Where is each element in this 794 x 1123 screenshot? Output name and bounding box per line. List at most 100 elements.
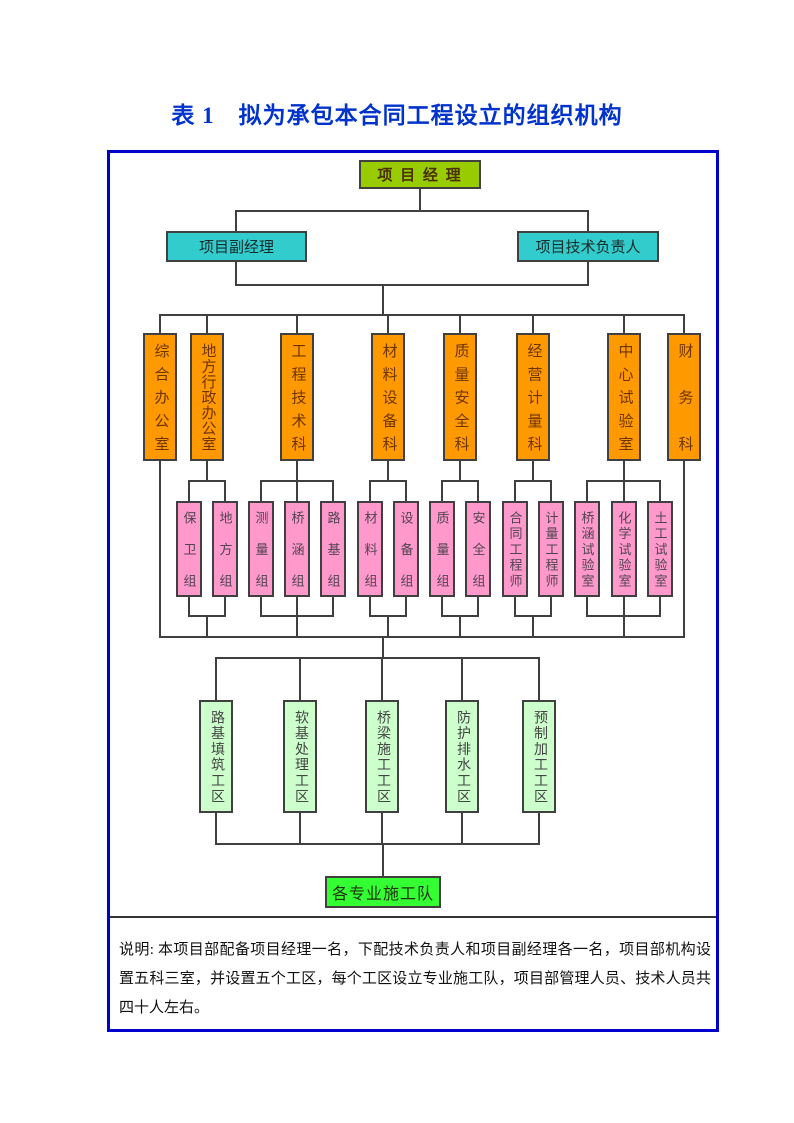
connector-line <box>683 461 685 638</box>
connector-line <box>296 616 298 638</box>
connector-line <box>299 658 301 700</box>
connector-line <box>215 813 217 845</box>
connector-line <box>532 461 534 482</box>
connector-line <box>296 481 298 501</box>
connector-line <box>459 461 461 482</box>
connector-line <box>206 461 208 482</box>
connector-line <box>296 461 298 482</box>
connector-line <box>235 211 237 232</box>
connector-line <box>188 597 190 617</box>
connector-line <box>586 480 661 482</box>
connector-line <box>586 597 588 617</box>
connector-line <box>159 315 161 333</box>
connector-line <box>538 658 540 700</box>
connector-line <box>477 481 479 501</box>
connector-line <box>441 481 443 501</box>
connector-line <box>387 616 389 638</box>
connector-line <box>459 616 461 638</box>
connector-line <box>382 637 384 659</box>
org-node-department: 经营计量科 <box>516 333 550 461</box>
connector-line <box>461 813 463 845</box>
connector-line <box>215 657 540 659</box>
connector-line <box>159 314 685 316</box>
connector-line <box>260 481 262 501</box>
org-node-department: 工程技术科 <box>280 333 314 461</box>
connector-line <box>381 813 383 845</box>
connector-line <box>550 481 552 501</box>
note-body: 本项目部配备项目经理一名，下配技术负责人和项目副经理各一名，项目部机构设置五科三… <box>119 942 712 1016</box>
org-node-group: 土工试验室 <box>647 501 673 597</box>
org-node-department: 综合办公室 <box>143 333 177 461</box>
page-title: 表 1 拟为承包本合同工程设立的组织机构 <box>171 103 623 128</box>
org-node-department: 中心试验室 <box>607 333 641 461</box>
connector-line <box>587 262 589 286</box>
connector-line <box>441 597 443 617</box>
org-node-project-manager: 项 目 经 理 <box>359 160 481 189</box>
connector-line <box>623 315 625 333</box>
org-node-department: 材料设备科 <box>371 333 405 461</box>
note-separator-line <box>110 916 716 918</box>
connector-line <box>332 597 334 617</box>
org-node-department: 质量安全科 <box>443 333 477 461</box>
connector-line <box>623 616 625 638</box>
connector-line <box>477 597 479 617</box>
connector-line <box>299 813 301 845</box>
connector-line <box>369 597 371 617</box>
connector-line <box>224 597 226 617</box>
org-node-deputy-manager: 项目副经理 <box>166 231 307 262</box>
connector-line <box>514 597 516 617</box>
org-node-group: 计量工程师 <box>538 501 564 597</box>
connector-line <box>387 461 389 482</box>
org-node-group: 合同工程师 <box>502 501 528 597</box>
connector-line <box>659 597 661 617</box>
note-text: 说明: 本项目部配备项目经理一名，下配技术负责人和项目副经理各一名，项目部机构设… <box>119 936 711 1023</box>
connector-line <box>235 262 237 286</box>
connector-line <box>188 481 190 501</box>
org-node-work-zone: 预制加工工区 <box>522 700 556 813</box>
connector-line <box>235 210 589 212</box>
connector-line <box>369 615 407 617</box>
org-node-group: 桥涵组 <box>284 501 310 597</box>
connector-line <box>586 481 588 501</box>
org-node-group: 安全组 <box>465 501 491 597</box>
connector-line <box>514 481 516 501</box>
org-node-work-zone: 防护排水工区 <box>445 700 479 813</box>
connector-line <box>683 315 685 333</box>
connector-line <box>419 188 421 212</box>
connector-line <box>369 480 407 482</box>
connector-line <box>587 211 589 232</box>
connector-line <box>623 597 625 617</box>
connector-line <box>332 481 334 501</box>
connector-line <box>215 658 217 700</box>
org-node-group: 地方组 <box>212 501 238 597</box>
org-node-department: 财务科 <box>667 333 701 461</box>
connector-line <box>260 597 262 617</box>
org-node-construction-crews: 各专业施工队 <box>325 876 441 908</box>
connector-line <box>532 616 534 638</box>
connector-line <box>215 843 540 845</box>
connector-line <box>206 616 208 638</box>
connector-line <box>659 481 661 501</box>
connector-line <box>159 461 161 638</box>
org-node-technical-director: 项目技术负责人 <box>517 231 659 262</box>
connector-line <box>206 315 208 333</box>
connector-line <box>461 658 463 700</box>
connector-line <box>623 461 625 482</box>
org-node-work-zone: 路基填筑工区 <box>199 700 233 813</box>
connector-line <box>623 481 625 501</box>
org-node-group: 设备组 <box>393 501 419 597</box>
org-node-group: 保卫组 <box>176 501 202 597</box>
connector-line <box>514 480 552 482</box>
connector-line <box>260 480 334 482</box>
connector-line <box>538 813 540 845</box>
connector-line <box>387 315 389 333</box>
connector-line <box>532 315 534 333</box>
connector-line <box>260 615 334 617</box>
org-node-department: 地方行政办公室 <box>190 333 224 461</box>
connector-line <box>381 658 383 700</box>
connector-line <box>459 315 461 333</box>
connector-line <box>188 615 226 617</box>
org-node-group: 化学试验室 <box>611 501 637 597</box>
org-node-work-zone: 桥梁施工工区 <box>365 700 399 813</box>
connector-line <box>514 615 552 617</box>
